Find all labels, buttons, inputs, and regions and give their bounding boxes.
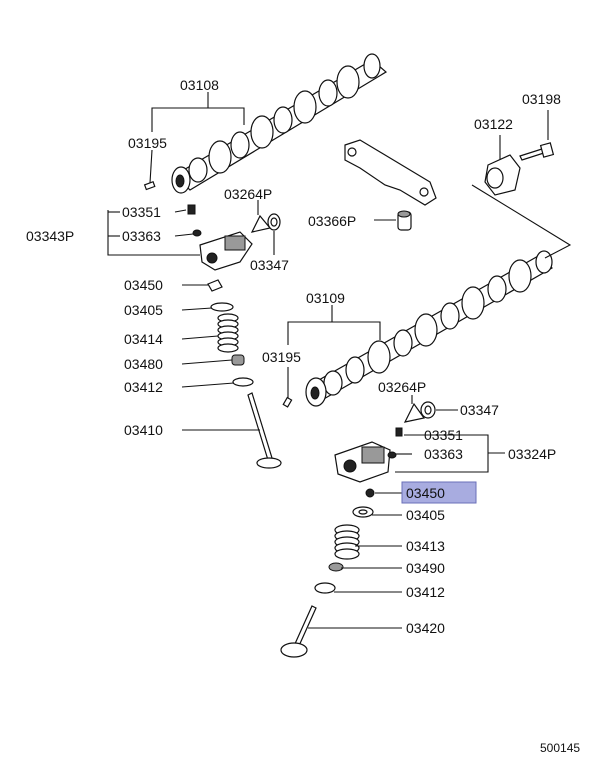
part-03363-left xyxy=(192,229,202,237)
lifter-03366P xyxy=(397,210,412,231)
label-03405-left: 03405 xyxy=(124,302,163,318)
label-03363-left: 03363 xyxy=(122,228,161,244)
lash-adjuster-03324P xyxy=(334,441,391,483)
label-03413: 03413 xyxy=(406,538,445,554)
label-03108: 03108 xyxy=(180,77,219,93)
label-03450-left: 03450 xyxy=(124,277,163,293)
label-03195-top: 03195 xyxy=(128,135,167,151)
camshaft-right xyxy=(305,250,553,407)
bolt-03198 xyxy=(519,142,555,161)
label-03490: 03490 xyxy=(406,560,445,576)
label-03420: 03420 xyxy=(406,620,445,636)
highlight-box xyxy=(401,481,477,504)
valve-stack-left xyxy=(207,279,282,469)
plate-03264P-right xyxy=(403,402,426,423)
label-03195-mid: 03195 xyxy=(262,349,301,365)
label-03109: 03109 xyxy=(306,290,345,306)
label-03366P: 03366P xyxy=(308,213,356,229)
label-03343P: 03343P xyxy=(26,228,74,244)
label-03412-left: 03412 xyxy=(124,379,163,395)
pin-03195-top xyxy=(143,180,156,191)
lash-adjuster-03343P xyxy=(199,231,253,271)
label-03264P-top: 03264P xyxy=(224,186,272,202)
sprocket-03122 xyxy=(484,154,521,196)
label-03480: 03480 xyxy=(124,356,163,372)
label-03450-highlighted[interactable]: 03450 xyxy=(406,485,445,501)
pin-03195-mid xyxy=(282,396,293,408)
label-03347-right: 03347 xyxy=(460,402,499,418)
camshaft-left xyxy=(171,53,388,194)
part-03363-right xyxy=(387,451,397,459)
leader-lines xyxy=(107,92,549,629)
label-03414: 03414 xyxy=(124,331,163,347)
label-03412-right: 03412 xyxy=(406,584,445,600)
label-03122: 03122 xyxy=(474,116,513,132)
label-03198: 03198 xyxy=(522,91,561,107)
label-03405-right: 03405 xyxy=(406,507,445,523)
valve-stack-right xyxy=(280,488,375,658)
bracket xyxy=(344,139,437,206)
label-03351-left: 03351 xyxy=(122,204,161,220)
label-03264P-right: 03264P xyxy=(378,379,426,395)
label-03363-right: 03363 xyxy=(424,446,463,462)
label-03351-right: 03351 xyxy=(424,427,463,443)
diagram-id: 500145 xyxy=(540,741,580,755)
labels: 03108 03195 03351 03363 03343P 03264P 03… xyxy=(26,77,580,755)
label-03347-top: 03347 xyxy=(250,257,289,273)
part-03351-right xyxy=(395,427,403,437)
label-03324P: 03324P xyxy=(508,446,556,462)
label-03410: 03410 xyxy=(124,422,163,438)
plate-03264P-top xyxy=(250,214,272,233)
part-03351-left xyxy=(187,204,196,215)
